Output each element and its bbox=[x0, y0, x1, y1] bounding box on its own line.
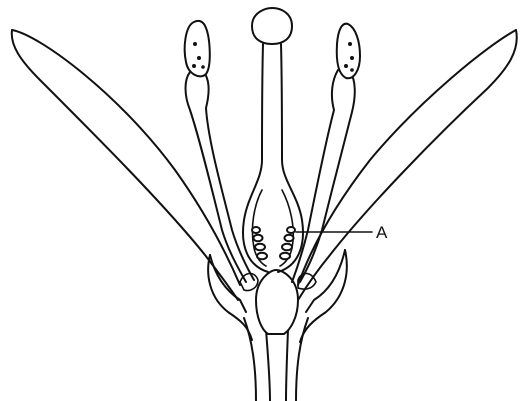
ovules-left bbox=[252, 227, 267, 259]
receptacle bbox=[256, 270, 298, 334]
stamen-left bbox=[186, 67, 255, 282]
anther-right bbox=[337, 24, 360, 79]
pistil bbox=[243, 8, 303, 272]
petal-right bbox=[298, 30, 517, 300]
sepal-left bbox=[208, 255, 252, 340]
anther-left bbox=[185, 21, 210, 76]
stigma bbox=[252, 8, 292, 44]
label-a: A bbox=[376, 223, 388, 242]
